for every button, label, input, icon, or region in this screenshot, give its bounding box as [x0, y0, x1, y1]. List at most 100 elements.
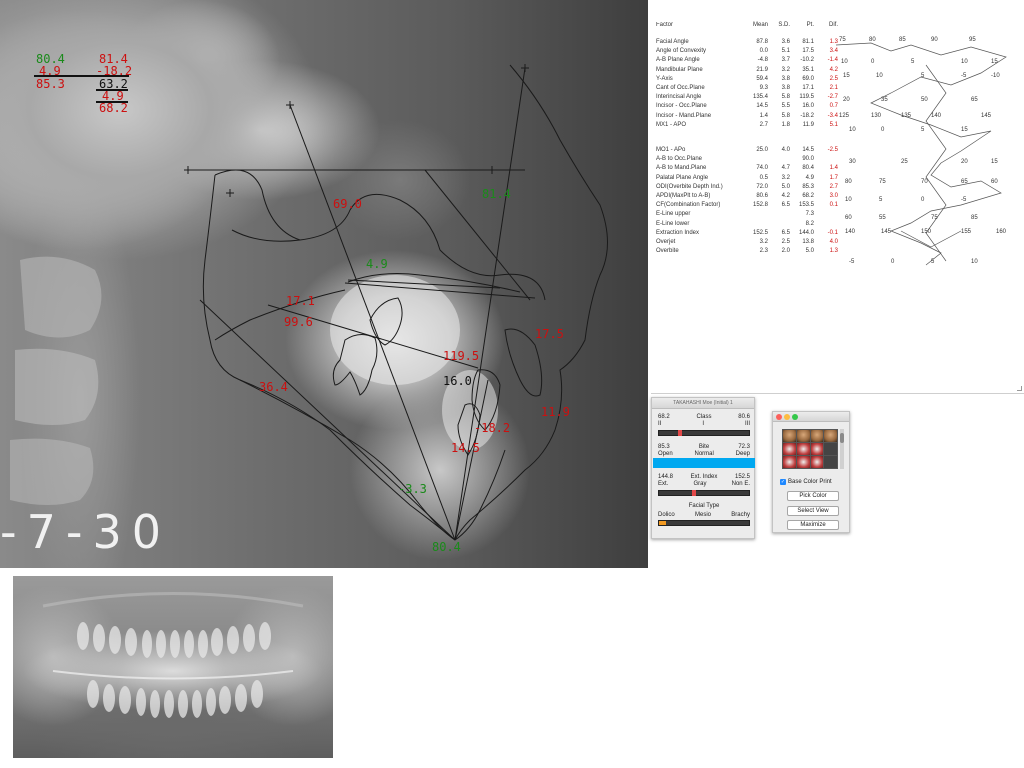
factor-value: 144.0 — [798, 229, 814, 236]
factor-value: -0.1 — [827, 229, 838, 236]
svg-text:85: 85 — [899, 37, 906, 43]
factor-value: 3.0 — [829, 193, 838, 199]
photo-thumbnails[interactable] — [782, 429, 838, 469]
svg-text:145: 145 — [881, 229, 892, 235]
svg-text:0: 0 — [921, 197, 925, 203]
factor-value: 5.1 — [829, 121, 838, 128]
photo-thumbnail[interactable] — [824, 430, 837, 442]
factor-value: 153.5 — [798, 202, 814, 209]
factor-value: -1.4 — [827, 57, 838, 64]
resize-handle-icon[interactable] — [1017, 386, 1022, 391]
ext-center-label: Ext. Index — [690, 474, 718, 480]
zoom-icon[interactable] — [792, 414, 798, 420]
svg-text:10: 10 — [971, 259, 978, 265]
svg-text:0: 0 — [891, 259, 895, 265]
bite-deep-label: Deep — [735, 451, 750, 457]
photo-thumbnail[interactable] — [824, 443, 837, 455]
svg-text:155: 155 — [961, 229, 972, 235]
header-sd: S.D. — [778, 22, 790, 28]
photo-thumbnail[interactable] — [796, 456, 810, 468]
thumbnail-scrollbar[interactable] — [840, 429, 844, 469]
svg-text:20: 20 — [843, 97, 850, 103]
factor-value: 87.8 — [756, 39, 768, 45]
class-analysis-window[interactable]: TAKAHASHI Moe (Initial) 1 68.2 Class 80.… — [651, 397, 755, 539]
pick-color-button[interactable]: Pick Color — [787, 491, 839, 501]
factor-value: 6.5 — [781, 229, 790, 236]
photo-thumbnail[interactable] — [810, 456, 824, 468]
interincisal-label: 119.5 — [443, 349, 480, 363]
svg-text:15: 15 — [961, 127, 968, 133]
class-iii-label: III — [744, 421, 750, 427]
photo-picker-window[interactable]: ✓ Base Color Print Pick Color Select Vie… — [772, 411, 850, 533]
select-view-button[interactable]: Select View — [787, 506, 839, 516]
summary-divider — [96, 101, 128, 103]
photo-thumbnail[interactable] — [783, 430, 796, 442]
factor-value: 68.2 — [802, 193, 814, 199]
svg-text:85: 85 — [971, 215, 978, 221]
bite-values-row: 85.3 Bite 72.3 — [658, 444, 750, 451]
photo-thumbnail[interactable] — [783, 456, 796, 468]
factor-value: 2.5 — [829, 75, 838, 82]
svg-text:35: 35 — [881, 97, 888, 103]
window-titlebar[interactable] — [773, 412, 849, 422]
factor-value: 9.3 — [759, 85, 768, 91]
base-color-print-row[interactable]: ✓ Base Color Print — [780, 479, 848, 485]
factor-value: 1.4 — [759, 112, 768, 119]
svg-text:55: 55 — [879, 215, 886, 221]
factor-value: 152.5 — [752, 229, 768, 236]
svg-text:25: 25 — [901, 159, 908, 165]
factor-value: 90.0 — [802, 156, 814, 163]
factor-value: -10.2 — [800, 57, 814, 64]
svg-text:150: 150 — [921, 229, 932, 235]
svg-text:140: 140 — [845, 229, 856, 235]
factor-value: 1.3 — [829, 39, 838, 45]
svg-text:15: 15 — [991, 159, 998, 165]
maximize-button[interactable]: Maximize — [787, 520, 839, 530]
factor-name: ODI(Overbite Depth Ind.) — [656, 183, 723, 190]
factor-name: Interincisal Angle — [656, 94, 702, 101]
factor-name: CF(Combination Factor) — [656, 202, 721, 209]
close-icon[interactable] — [776, 414, 782, 420]
class-i-label: I — [702, 421, 704, 427]
factor-value: 14.5 — [802, 147, 814, 153]
factor-value: 4.2 — [829, 66, 838, 73]
photo-thumbnail[interactable] — [796, 443, 810, 455]
photo-thumbnail[interactable] — [810, 443, 824, 455]
svg-text:95: 95 — [969, 37, 976, 43]
photo-thumbnail[interactable] — [783, 443, 796, 455]
convexity-label: 17.5 — [535, 327, 564, 341]
window-title[interactable]: TAKAHASHI Moe (Initial) 1 — [652, 398, 754, 409]
class-left-value: 68.2 — [658, 414, 670, 420]
factor-value: 1.8 — [781, 121, 790, 128]
factor-name: Extraction Index — [656, 229, 700, 236]
cephalometric-xray: 80.4 81.4 4.9 -18.2 85.3 63.2 4.9 68.2 6… — [0, 0, 648, 568]
svg-text:75: 75 — [931, 215, 938, 221]
factor-name: MO1 - APo — [656, 147, 686, 153]
factor-value: 119.5 — [799, 94, 814, 101]
factor-name: A-B to Occ.Plane — [656, 156, 703, 163]
analysis-header: Factor Mean S.D. Pt. Dif. — [656, 22, 846, 29]
mo1-apo-label: 14.5 — [451, 441, 480, 455]
factor-value: 25.0 — [756, 147, 768, 153]
minimize-icon[interactable] — [784, 414, 790, 420]
class-values-row: 68.2 Class 80.6 — [658, 414, 750, 421]
factor-value: 85.3 — [802, 183, 814, 190]
base-color-print-label: Base Color Print — [788, 479, 832, 485]
factor-name: Incisor - Mand.Plane — [656, 112, 712, 119]
bite-center-label: Bite — [698, 444, 710, 450]
checkbox-icon[interactable]: ✓ — [780, 479, 786, 485]
factor-value: 21.9 — [756, 66, 768, 73]
incisor-occ-label: 16.0 — [443, 374, 472, 388]
factor-name: Palatal Plane Angle — [656, 174, 709, 181]
factor-value: 3.2 — [759, 239, 768, 245]
factor-value: 2.5 — [781, 239, 790, 245]
photo-thumbnail[interactable] — [810, 430, 824, 442]
photo-thumbnail[interactable] — [796, 430, 810, 442]
facial-type-gauge — [658, 520, 750, 526]
scroll-thumb[interactable] — [840, 433, 844, 443]
photo-thumbnail[interactable] — [824, 456, 837, 468]
